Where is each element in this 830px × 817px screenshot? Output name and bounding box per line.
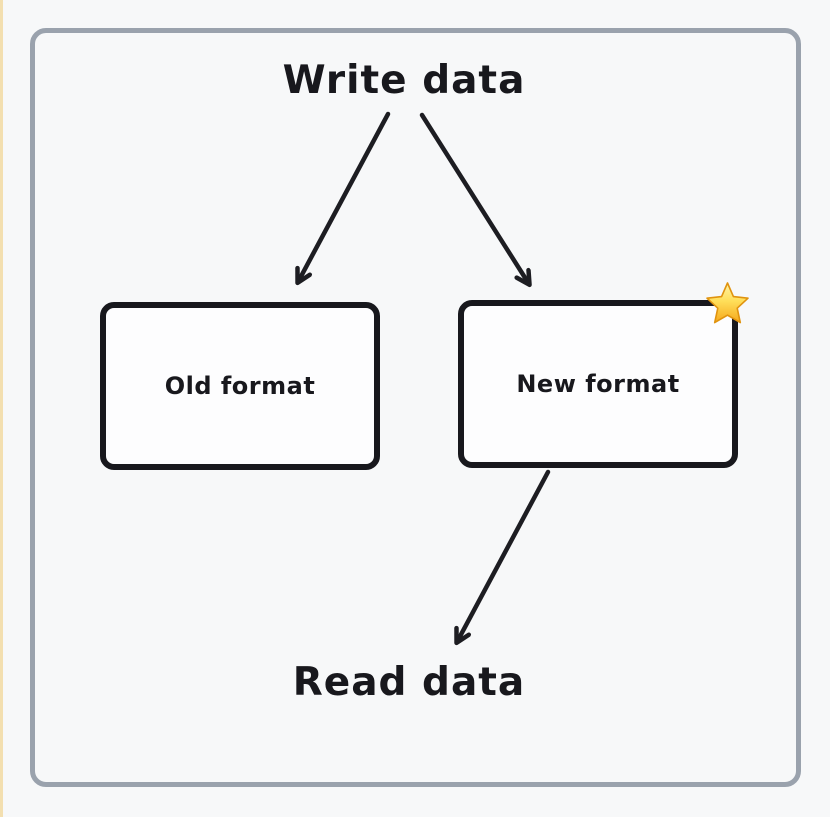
diagram-frame	[30, 28, 801, 787]
node-new-format: New format	[458, 300, 738, 468]
write-data-label: Write data	[282, 58, 526, 103]
node-new-format-label: New format	[516, 370, 680, 398]
node-old-format: Old format	[100, 302, 380, 470]
read-data-label: Read data	[292, 660, 526, 705]
node-old-format-label: Old format	[164, 372, 316, 400]
star-icon	[706, 282, 749, 324]
left-accent-strip	[0, 0, 3, 817]
